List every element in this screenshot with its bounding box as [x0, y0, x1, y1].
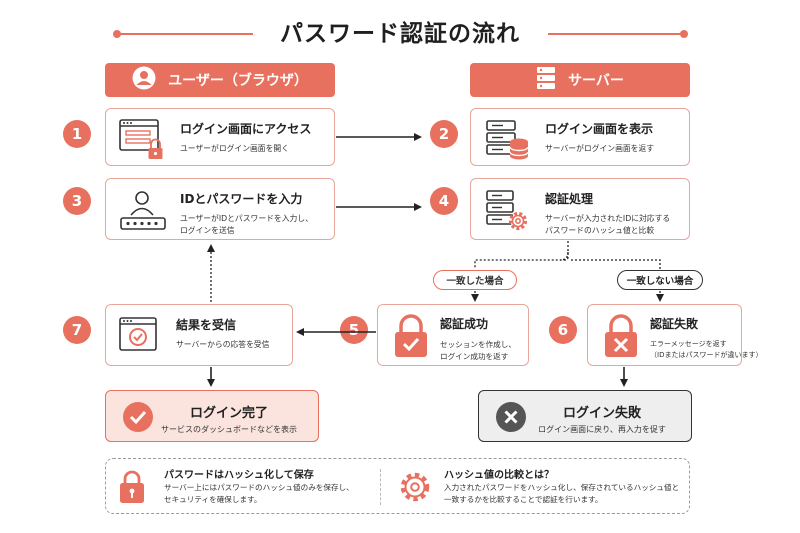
- server-column-label: サーバー: [568, 73, 624, 89]
- branch-nomatch-pill: 一致しない場合: [617, 270, 703, 290]
- x-circle-icon: [495, 401, 527, 433]
- step-3-desc: ユーザーがIDとパスワードを入力し、 ログインを送信: [180, 213, 328, 237]
- padlock-icon: [118, 469, 146, 505]
- branch-connector: [474, 241, 661, 269]
- info-left-desc-line-2: セキュリティを確保します。: [164, 495, 262, 505]
- step-6-desc: エラーメッセージを返す （IDまたはパスワードが違います）: [650, 339, 763, 361]
- info-right-desc-line-2: 一致するかを比較することで認証を行います。: [444, 495, 603, 505]
- login-failure-desc: ログイン画面に戻り、再入力を促す: [538, 425, 666, 434]
- user-column-label: ユーザー（ブラウザ）: [168, 73, 308, 89]
- step-3-box: IDとパスワードを入力 ユーザーがIDとパスワードを入力し、 ログインを送信: [105, 178, 335, 240]
- step-1-desc: ユーザーがログイン画面を開く: [180, 144, 289, 153]
- step-5-desc: セッションを作成し、 ログイン成功を返す: [440, 339, 524, 363]
- user-icon: [132, 66, 156, 94]
- step-4-number: 4: [430, 187, 458, 215]
- check-circle-icon: [122, 401, 154, 433]
- info-divider: [380, 469, 381, 505]
- info-right-title: ハッシュ値の比較とは？: [444, 470, 554, 481]
- info-left-desc: サーバー上にはパスワードのハッシュ値のみを保存し、 セキュリティを確保します。: [164, 482, 354, 506]
- step-3-number: 3: [63, 187, 91, 215]
- step-4-desc: サーバーが入力されたIDに対応する パスワードのハッシュ値と比較: [545, 213, 683, 237]
- step-4-desc-line-2: パスワードのハッシュ値と比較: [545, 226, 655, 236]
- title-decoration-dot-right: [680, 30, 688, 38]
- step-2-desc: サーバーがログイン画面を返す: [545, 144, 655, 153]
- info-left-title: パスワードはハッシュ化して保存: [164, 470, 314, 481]
- padlock-check-icon: [392, 313, 430, 359]
- branch-match-pill: 一致した場合: [433, 270, 517, 290]
- step-4-box: 認証処理 サーバーが入力されたIDに対応する パスワードのハッシュ値と比較: [470, 178, 690, 240]
- step-1-box: ログイン画面にアクセス ユーザーがログイン画面を開く: [105, 108, 335, 166]
- step-6-box: 認証失敗 エラーメッセージを返す （IDまたはパスワードが違います）: [587, 304, 763, 366]
- step-3-desc-line-2: ログインを送信: [180, 226, 235, 236]
- login-success-result: ログイン完了 サービスのダッシュボードなどを表示: [105, 390, 319, 442]
- info-right-desc-line-1: 入力されたパスワードをハッシュ化し、保存されているハッシュ値と: [444, 483, 680, 492]
- title-decoration-dot-left: [113, 30, 121, 38]
- step-3-title: IDとパスワードを入力: [180, 192, 303, 206]
- login-success-desc: サービスのダッシュボードなどを表示: [161, 425, 297, 434]
- page-title: パスワード認証の流れ: [280, 21, 520, 47]
- login-failure-title: ログイン失敗: [562, 406, 641, 421]
- server-column-header: サーバー: [470, 63, 690, 97]
- step-5-number: 5: [340, 316, 368, 344]
- step-1-title: ログイン画面にアクセス: [180, 122, 312, 136]
- step-4-title: 認証処理: [545, 192, 594, 206]
- step-4-desc-line-1: サーバーが入力されたIDに対応する: [545, 214, 671, 223]
- browser-check-icon: [118, 315, 160, 359]
- padlock-x-icon: [602, 313, 640, 359]
- step-6-number: 6: [549, 316, 577, 344]
- step-3-desc-line-1: ユーザーがIDとパスワードを入力し、: [180, 214, 313, 223]
- user-column-header: ユーザー（ブラウザ）: [105, 63, 335, 97]
- server-database-icon: [483, 117, 529, 161]
- browser-lock-icon: [118, 117, 164, 161]
- step-7-desc: サーバーからの応答を受信: [176, 340, 270, 349]
- step-2-box: ログイン画面を表示 サーバーがログイン画面を返す: [470, 108, 690, 166]
- step-5-desc-line-1: セッションを作成し、: [440, 340, 516, 349]
- title-decoration-line-left: [118, 33, 253, 35]
- step-5-title: 認証成功: [440, 317, 489, 331]
- server-gear-icon: [483, 188, 529, 232]
- server-icon: [536, 66, 556, 94]
- step-1-number: 1: [63, 120, 91, 148]
- step-6-title: 認証失敗: [650, 317, 699, 331]
- gear-icon: [400, 472, 430, 508]
- step-5-desc-line-2: ログイン成功を返す: [440, 352, 509, 362]
- title-decoration-line-right: [548, 33, 683, 35]
- step-7-number: 7: [63, 316, 91, 344]
- info-right-desc: 入力されたパスワードをハッシュ化し、保存されているハッシュ値と 一致するかを比較…: [444, 482, 679, 506]
- step-6-desc-line-2: （IDまたはパスワードが違います）: [650, 351, 763, 360]
- step-6-desc-line-1: エラーメッセージを返す: [650, 340, 727, 348]
- login-success-title: ログイン完了: [189, 406, 268, 421]
- info-left-desc-line-1: サーバー上にはパスワードのハッシュ値のみを保存し、: [164, 483, 354, 492]
- login-failure-result: ログイン失敗 ログイン画面に戻り、再入力を促す: [478, 390, 692, 442]
- step-2-number: 2: [430, 120, 458, 148]
- user-password-icon: [118, 188, 166, 232]
- step-7-box: 結果を受信 サーバーからの応答を受信: [105, 304, 293, 366]
- step-7-title: 結果を受信: [176, 318, 237, 332]
- step-2-title: ログイン画面を表示: [545, 122, 654, 136]
- step-5-box: 認証成功 セッションを作成し、 ログイン成功を返す: [377, 304, 529, 366]
- info-box: パスワードはハッシュ化して保存 サーバー上にはパスワードのハッシュ値のみを保存し…: [105, 458, 690, 514]
- info-hash-compare: ハッシュ値の比較とは？ 入力されたパスワードをハッシュ化し、保存されているハッシ…: [386, 459, 686, 515]
- info-hash-storage: パスワードはハッシュ化して保存 サーバー上にはパスワードのハッシュ値のみを保存し…: [106, 459, 378, 515]
